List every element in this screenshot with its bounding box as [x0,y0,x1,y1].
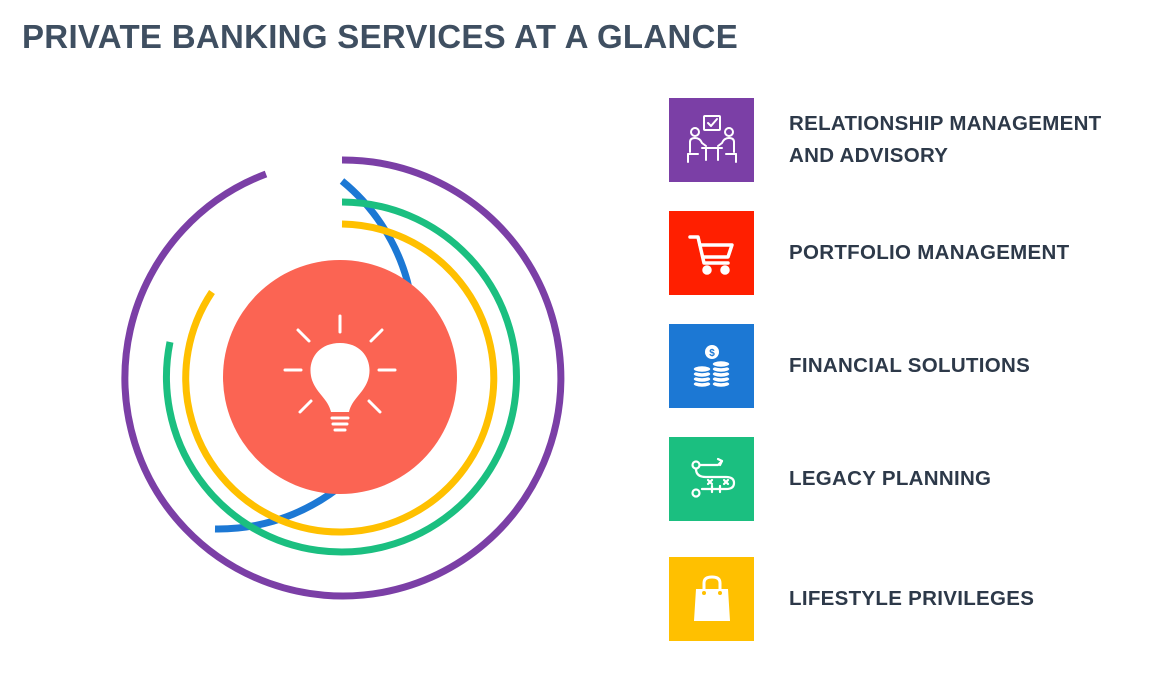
service-portfolio-management: PORTFOLIO MANAGEMENT [669,211,1159,295]
lightbulb-icon [283,314,397,432]
rings-diagram [121,156,565,600]
cart-icon [669,211,754,295]
service-financial-solutions: $ FINANCIAL SOLUTIONS [669,324,1159,408]
service-label: LEGACY PLANNING [789,467,992,491]
service-label: RELATIONSHIP MANAGEMENT AND ADVISORY [789,112,1102,167]
page-title: PRIVATE BANKING SERVICES AT A GLANCE [22,18,739,55]
ring-yellow [182,220,498,536]
ring-green [162,198,520,556]
coins-icon: $ [669,324,754,408]
strategy-icon [669,437,754,521]
shopping-bag-icon [669,557,754,641]
svg-text:$: $ [709,348,715,359]
service-relationship-management: RELATIONSHIP MANAGEMENT AND ADVISORY [669,98,1159,182]
service-label: PORTFOLIO MANAGEMENT [789,241,1070,265]
meeting-icon [669,98,754,182]
service-legacy-planning: LEGACY PLANNING [669,437,1159,521]
service-label: LIFESTYLE PRIVILEGES [789,587,1035,611]
ring-purple [121,156,565,600]
service-label: FINANCIAL SOLUTIONS [789,354,1031,378]
service-lifestyle-privileges: LIFESTYLE PRIVILEGES [669,557,1159,641]
